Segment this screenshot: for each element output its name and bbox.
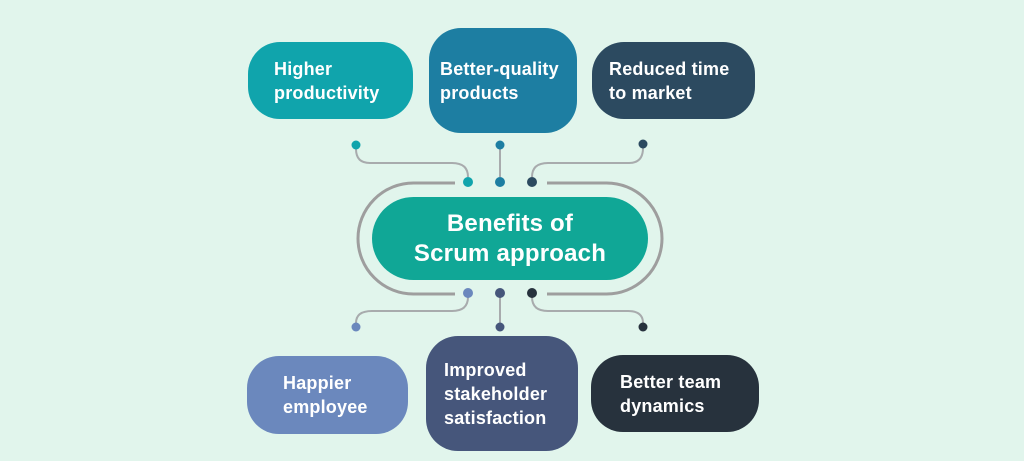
connector-dot-improved-stakeholder-outer xyxy=(495,322,505,332)
connector-line-happier-employee xyxy=(355,296,469,324)
benefit-label: Happier employee xyxy=(283,373,368,417)
connector-dot-improved-stakeholder-ring xyxy=(495,288,505,298)
connector-dot-better-team-ring xyxy=(527,288,537,298)
connector-dot-better-quality-outer xyxy=(495,140,505,150)
center-node-label: Benefits of Scrum approach xyxy=(413,209,607,267)
connector-dot-reduced-time-outer xyxy=(638,139,648,149)
connector-dot-better-quality-ring xyxy=(495,177,505,187)
connector-dot-happier-employee-ring xyxy=(463,288,473,298)
connector-line-reduced-time xyxy=(531,147,644,178)
connector-dot-reduced-time-ring xyxy=(527,177,537,187)
benefit-label: Better team dynamics xyxy=(620,371,722,416)
benefit-label: Better-quality products xyxy=(440,58,559,103)
connector-dot-better-team-outer xyxy=(638,322,648,332)
connector-dot-happier-employee-outer xyxy=(351,322,361,332)
benefit-box-improved-stakeholder-satisfaction: Improved stakeholder satisfaction xyxy=(426,336,578,451)
connector-line-better-team xyxy=(531,296,644,324)
benefit-box-happier-employee: Happier employee xyxy=(247,356,408,434)
connector-dot-higher-productivity-outer xyxy=(351,140,361,150)
benefit-label: Improved stakeholder satisfaction xyxy=(444,359,548,428)
benefit-box-reduced-time-to-market: Reduced time to market xyxy=(592,42,755,119)
benefit-box-better-team-dynamics: Better team dynamics xyxy=(591,355,759,432)
benefit-box-better-quality-products: Better-quality products xyxy=(429,28,577,133)
benefit-label: Higher productivity xyxy=(274,58,380,103)
benefit-box-higher-productivity: Higher productivity xyxy=(248,42,413,119)
connector-line-higher-productivity xyxy=(355,148,469,178)
benefit-label: Reduced time to market xyxy=(609,58,730,103)
connector-lines xyxy=(355,147,644,324)
connector-dot-higher-productivity-ring xyxy=(463,177,473,187)
center-node: Benefits of Scrum approach xyxy=(372,197,648,280)
